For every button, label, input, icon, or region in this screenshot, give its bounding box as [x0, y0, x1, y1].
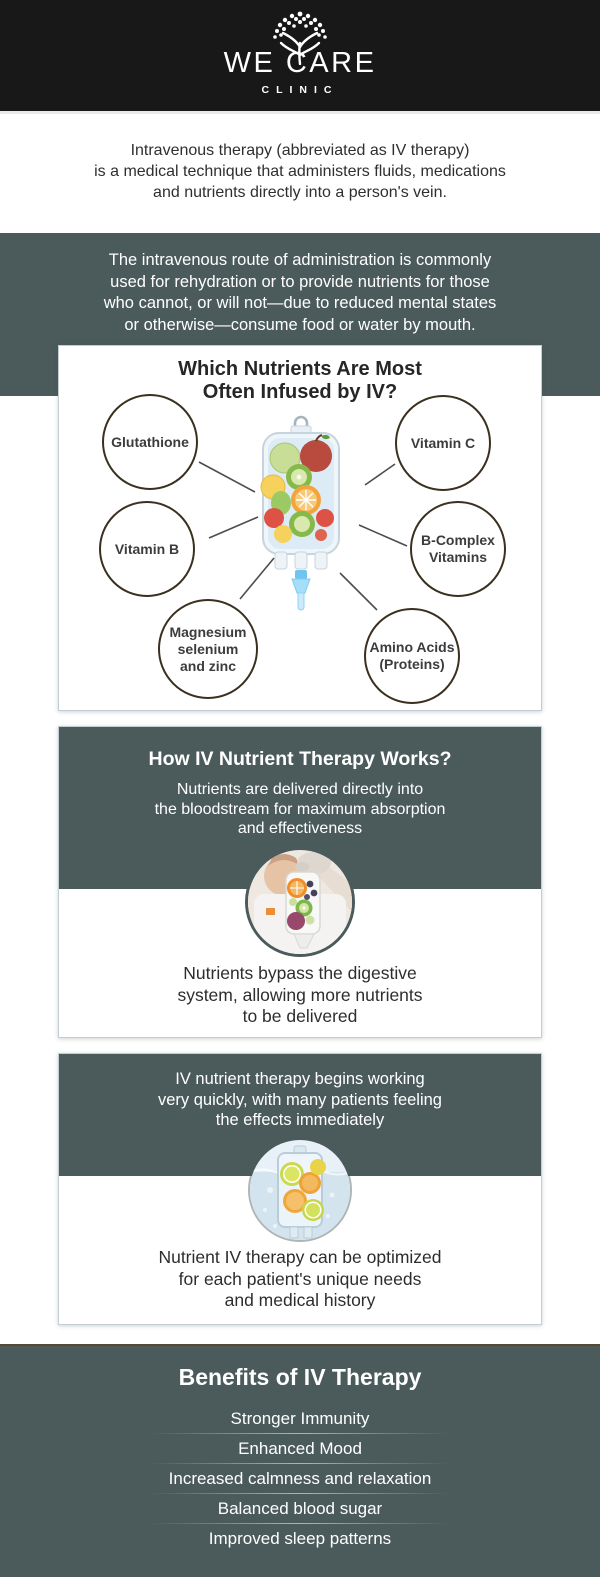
tree-logo-icon: [273, 11, 327, 65]
nutrient-label: Vitamin C: [410, 434, 476, 451]
benefit-divider: [150, 1493, 450, 1494]
nutrient-label: Magnesium selenium and zinc: [169, 623, 247, 674]
citrus-iv-bag-photo: [248, 1138, 352, 1242]
nutrient-label: Glutathione: [111, 433, 189, 450]
nutrient-circle-minerals: Magnesium selenium and zinc: [158, 599, 258, 699]
nutrient-circle-amino-acids: Amino Acids (Proteins): [364, 608, 460, 704]
benefit-item: Enhanced Mood: [238, 1439, 362, 1458]
nutrient-circle-glutathione: Glutathione: [102, 394, 198, 490]
how-card-bottom-text: Nutrients bypass the digestive system, a…: [177, 963, 423, 1026]
fast-acting-card: IV nutrient therapy begins working very …: [58, 1053, 542, 1325]
benefit-item: Improved sleep patterns: [208, 1529, 392, 1548]
how-card-title: How IV Nutrient Therapy Works?: [148, 748, 452, 770]
benefit-item: Increased calmness and relaxation: [168, 1469, 432, 1488]
how-card-header: How IV Nutrient Therapy Works? Nutrients…: [59, 727, 541, 889]
fruit-iv-bag-photo-icon: [248, 850, 352, 954]
footer-accent-line: [0, 1344, 600, 1346]
route-banner-text: The intravenous route of administration …: [103, 251, 497, 334]
citrus-iv-bag-photo-icon: [250, 1140, 350, 1240]
fruit-iv-bag-photo: [245, 847, 355, 957]
nutrients-card: Which Nutrients Are Most Often Infused b…: [58, 345, 542, 711]
nutrient-circle-vitamin-b: Vitamin B: [99, 501, 195, 597]
nutrients-card-title: Which Nutrients Are Most Often Infused b…: [178, 358, 422, 403]
nutrient-circle-b-complex: B-Complex Vitamins: [410, 501, 506, 597]
benefit-item: Balanced blood sugar: [217, 1499, 383, 1518]
benefit-divider: [150, 1433, 450, 1434]
fast-card-bottom-text: Nutrient IV therapy can be optimized for…: [158, 1247, 442, 1310]
nutrient-label: Vitamin B: [114, 540, 180, 557]
benefits-footer: Benefits of IV Therapy Stronger Immunity…: [0, 1346, 600, 1577]
nutrient-circle-vitamin-c: Vitamin C: [395, 395, 491, 491]
how-it-works-card: How IV Nutrient Therapy Works? Nutrients…: [58, 726, 542, 1038]
benefits-title: Benefits of IV Therapy: [178, 1364, 422, 1390]
how-card-subtext: Nutrients are delivered directly into th…: [154, 781, 446, 837]
brand-name: WE CARE: [223, 47, 377, 79]
fast-card-text: IV nutrient therapy begins working very …: [158, 1070, 442, 1129]
header: WE CARE CLINIC: [0, 0, 600, 114]
nutrient-label: B-Complex Vitamins: [421, 532, 495, 565]
benefit-divider: [150, 1463, 450, 1464]
connector-lines: [198, 461, 408, 611]
nutrient-label: Amino Acids (Proteins): [369, 639, 455, 672]
benefit-item: Stronger Immunity: [230, 1409, 370, 1428]
benefit-divider: [150, 1523, 450, 1524]
intro-text: Intravenous therapy (abbreviated as IV t…: [94, 142, 506, 201]
nutrients-diagram: [198, 415, 408, 611]
benefits-list: Stronger Immunity Enhanced Mood Increase…: [0, 1404, 600, 1553]
brand-subname: CLINIC: [261, 84, 339, 96]
iv-bag-icon: [260, 415, 340, 611]
